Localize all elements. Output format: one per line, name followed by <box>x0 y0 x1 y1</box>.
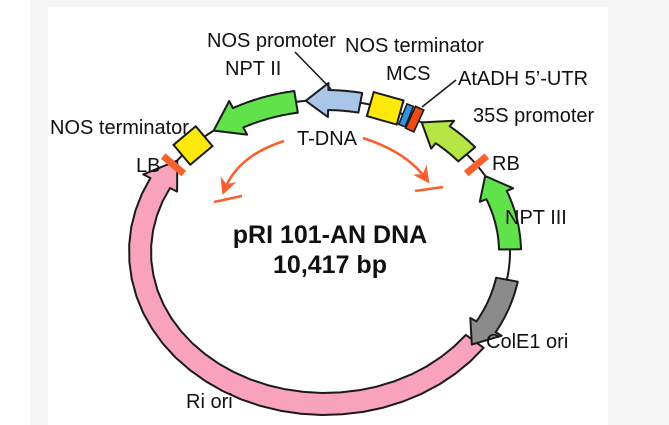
plasmid-name: pRI 101-AN DNA <box>233 221 427 249</box>
label-t-dna: T-DNA <box>297 128 358 150</box>
feature-lb-border <box>160 153 187 177</box>
feature-nos-promoter <box>304 82 364 118</box>
leader-line-atadh-utr <box>421 79 457 108</box>
label-cole1-ori: ColE1 ori <box>486 331 568 353</box>
feature-atadh-utr <box>404 105 425 133</box>
t-dna-arc-left <box>220 139 285 195</box>
t-dna-arc-right <box>362 136 430 184</box>
feature-nos-terminator-top <box>365 90 405 126</box>
t-dna-endbar-left <box>213 194 243 204</box>
feature-nos-terminator-left <box>172 124 214 167</box>
feature-s35-promoter <box>420 119 477 163</box>
feature-rb-border <box>463 153 490 177</box>
feature-ri-ori <box>128 159 485 416</box>
label-lb: LB <box>136 155 160 177</box>
feature-npt3 <box>478 175 522 251</box>
label-rb: RB <box>492 153 520 175</box>
label-nos-promoter: NOS promoter <box>207 30 336 52</box>
label-mcs: MCS <box>386 63 430 85</box>
label-35s-promoter: 35S promoter <box>473 105 595 127</box>
plasmid-size: 10,417 bp <box>273 251 387 279</box>
label-ri-ori: Ri ori <box>186 391 233 413</box>
leader-line-nos-promoter <box>294 51 332 90</box>
feature-mcs-site <box>397 102 415 128</box>
feature-npt2 <box>212 90 299 136</box>
label-npt2: NPT II <box>225 58 281 80</box>
t-dna-region-group <box>213 136 444 204</box>
label-nos-terminator-left: NOS terminator <box>50 117 189 139</box>
label-atadh-utr: AtADH 5’-UTR <box>458 68 588 90</box>
label-nos-terminator-top: NOS terminator <box>345 35 484 57</box>
plasmid-features-group <box>128 82 522 416</box>
t-dna-endbar-right <box>414 185 444 193</box>
feature-cole1-ori <box>469 276 519 346</box>
label-npt3: NPT III <box>505 207 567 229</box>
